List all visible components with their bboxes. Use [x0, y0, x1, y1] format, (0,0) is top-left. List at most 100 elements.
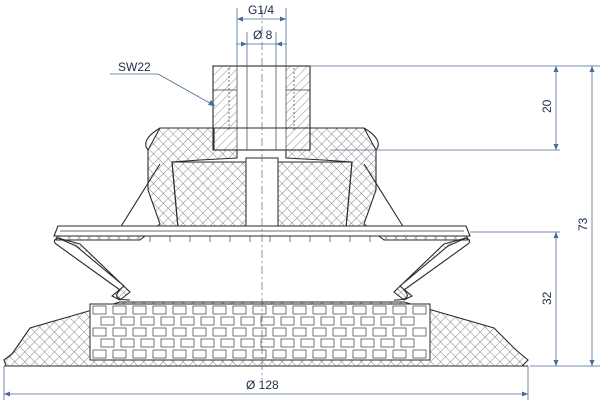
friction-cell — [232, 349, 247, 359]
friction-cell — [192, 327, 207, 337]
friction-cell — [140, 338, 155, 348]
friction-cell — [292, 349, 307, 359]
friction-cell — [200, 316, 215, 326]
friction-cell — [252, 305, 267, 315]
friction-cell — [272, 327, 287, 337]
bellows-height-label: 32 — [540, 291, 554, 305]
friction-cell — [212, 327, 227, 337]
friction-cell — [280, 338, 295, 348]
friction-cell — [292, 327, 307, 337]
friction-cell — [112, 305, 127, 315]
friction-cell — [132, 305, 147, 315]
friction-cell — [272, 349, 287, 359]
friction-cell — [380, 338, 395, 348]
friction-cell — [232, 327, 247, 337]
friction-cell — [312, 305, 327, 315]
friction-cell — [180, 316, 195, 326]
friction-cell — [400, 316, 415, 326]
friction-cell — [92, 327, 107, 337]
friction-cell — [140, 316, 155, 326]
suction-lip — [3, 301, 529, 367]
friction-cell — [320, 338, 335, 348]
friction-cell — [180, 338, 195, 348]
friction-cell — [212, 349, 227, 359]
friction-cell — [100, 316, 115, 326]
friction-cell — [100, 338, 115, 348]
friction-cell — [300, 316, 315, 326]
friction-cell — [360, 338, 375, 348]
outer-diameter-label: Ø 128 — [246, 378, 279, 392]
friction-cell — [372, 327, 387, 337]
friction-cell — [220, 338, 235, 348]
friction-cell — [400, 338, 415, 348]
friction-cell — [172, 305, 187, 315]
friction-cell — [332, 327, 347, 337]
friction-cell — [312, 327, 327, 337]
friction-cell — [172, 327, 187, 337]
friction-cell — [172, 349, 187, 359]
friction-cell — [280, 316, 295, 326]
friction-cell — [340, 316, 355, 326]
friction-cell — [412, 305, 427, 315]
bellows — [53, 237, 471, 301]
wrench-label: SW22 — [118, 60, 151, 74]
friction-cell — [252, 349, 267, 359]
friction-cell — [380, 316, 395, 326]
friction-cell — [152, 327, 167, 337]
friction-cell — [312, 349, 327, 359]
friction-cell — [152, 349, 167, 359]
friction-cell — [320, 316, 335, 326]
friction-cell — [112, 327, 127, 337]
friction-cell — [372, 305, 387, 315]
dim-thread: G1/4 — [236, 3, 287, 66]
friction-cell — [160, 338, 175, 348]
friction-cell — [392, 305, 407, 315]
friction-cell — [152, 305, 167, 315]
dim-bore: Ø 8 — [236, 28, 287, 66]
friction-cell — [292, 305, 307, 315]
total-height-label: 73 — [576, 217, 590, 231]
friction-cell — [200, 338, 215, 348]
dim-fitting-height: 20 — [310, 65, 560, 151]
friction-cell — [412, 349, 427, 359]
friction-cell — [392, 327, 407, 337]
thread-label: G1/4 — [248, 3, 274, 17]
friction-cell — [392, 349, 407, 359]
friction-cell — [120, 338, 135, 348]
dim-outer-diameter: Ø 128 — [3, 366, 529, 400]
fitting-height-label: 20 — [540, 99, 554, 113]
friction-cell — [192, 349, 207, 359]
friction-cell — [332, 349, 347, 359]
friction-cell — [132, 349, 147, 359]
friction-cell — [192, 305, 207, 315]
friction-cell — [160, 316, 175, 326]
friction-cell — [352, 305, 367, 315]
friction-cell — [260, 338, 275, 348]
dim-total-height: 73 — [530, 65, 600, 367]
friction-cell — [340, 338, 355, 348]
friction-cell — [120, 316, 135, 326]
bore-label: Ø 8 — [253, 28, 273, 42]
friction-cell — [412, 327, 427, 337]
friction-cell — [360, 316, 375, 326]
friction-cell — [300, 338, 315, 348]
dim-bellows-height: 32 — [470, 231, 560, 366]
friction-cell — [332, 305, 347, 315]
friction-cell — [240, 338, 255, 348]
friction-cell — [352, 349, 367, 359]
friction-cell — [260, 316, 275, 326]
friction-cell — [272, 305, 287, 315]
friction-cell — [352, 327, 367, 337]
friction-cell — [212, 305, 227, 315]
friction-cell — [252, 327, 267, 337]
friction-cell — [112, 349, 127, 359]
friction-cell — [220, 316, 235, 326]
dim-wrench: SW22 — [110, 60, 216, 107]
friction-cell — [92, 305, 107, 315]
threaded-fitting — [212, 65, 311, 151]
friction-cell — [92, 349, 107, 359]
friction-cell — [372, 349, 387, 359]
friction-cell — [132, 327, 147, 337]
friction-cell — [240, 316, 255, 326]
